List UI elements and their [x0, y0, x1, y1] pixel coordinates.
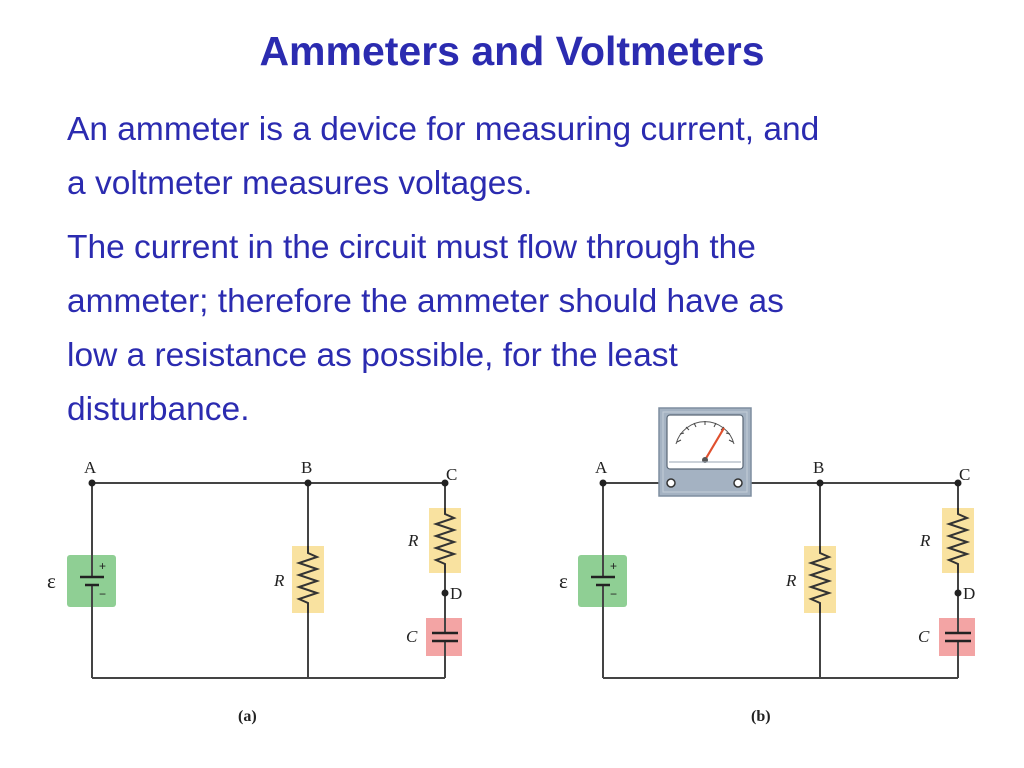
- battery-minus-label: −: [610, 587, 617, 601]
- battery-plus-label: +: [99, 559, 106, 573]
- figure-caption-a: (a): [238, 708, 257, 725]
- paragraph-ammeter-resistance: The current in the circuit must flow thr…: [67, 221, 987, 437]
- node-label-a: A: [595, 458, 608, 477]
- node-dot: [88, 479, 96, 487]
- capacitor-a: [426, 618, 462, 656]
- node-dot: [441, 589, 449, 597]
- node-dot: [441, 479, 449, 487]
- resistor-label: R: [919, 531, 931, 550]
- node-label-a: A: [84, 458, 97, 477]
- node-dot: [599, 479, 607, 487]
- battery-a: + −: [67, 555, 116, 607]
- text-line: low a resistance as possible, for the le…: [67, 336, 678, 374]
- emf-label: ε: [559, 569, 568, 593]
- resistor-a-middle: [292, 546, 324, 613]
- resistor-a-right: [429, 508, 461, 573]
- resistor-label: R: [407, 531, 419, 550]
- node-dot: [954, 589, 962, 597]
- text-line: An ammeter is a device for measuring cur…: [67, 111, 820, 148]
- resistor-label: R: [785, 571, 797, 590]
- node-dot: [816, 479, 824, 487]
- node-dot: [304, 479, 312, 487]
- circuit-b: + − ε R R C A B C D (b): [559, 407, 975, 725]
- text-line: disturbance.: [67, 390, 250, 428]
- resistor-label: R: [273, 571, 285, 590]
- node-dot: [954, 479, 962, 487]
- ammeter-dial-icon: [658, 407, 752, 497]
- node-label-d: D: [963, 584, 975, 603]
- text-line: The current in the circuit must flow thr…: [67, 229, 756, 266]
- wires-a: [91, 482, 446, 679]
- node-label-b: B: [813, 458, 824, 477]
- resistor-b-right: [942, 508, 974, 573]
- capacitor-label: C: [406, 627, 418, 646]
- capacitor-label: C: [918, 627, 930, 646]
- slide-title: Ammeters and Voltmeters: [259, 28, 765, 74]
- capacitor-b: [939, 618, 975, 656]
- figure-caption-b: (b): [751, 708, 771, 725]
- circuit-a: + − ε R R C A B C D (a): [47, 458, 462, 725]
- wires-b: [602, 482, 959, 679]
- node-label-c: C: [959, 465, 970, 484]
- node-label-b: B: [301, 458, 312, 477]
- battery-b: + −: [578, 555, 627, 607]
- text-line: ammeter; therefore the ammeter should ha…: [67, 282, 784, 320]
- node-label-d: D: [450, 584, 462, 603]
- paragraph-ammeter-definition: An ammeter is a device for measuring cur…: [67, 103, 987, 211]
- battery-minus-label: −: [99, 587, 106, 601]
- resistor-b-middle: [804, 546, 836, 613]
- battery-plus-label: +: [610, 559, 617, 573]
- emf-label: ε: [47, 569, 56, 593]
- node-label-c: C: [446, 465, 457, 484]
- text-line: a voltmeter measures voltages.: [67, 164, 533, 202]
